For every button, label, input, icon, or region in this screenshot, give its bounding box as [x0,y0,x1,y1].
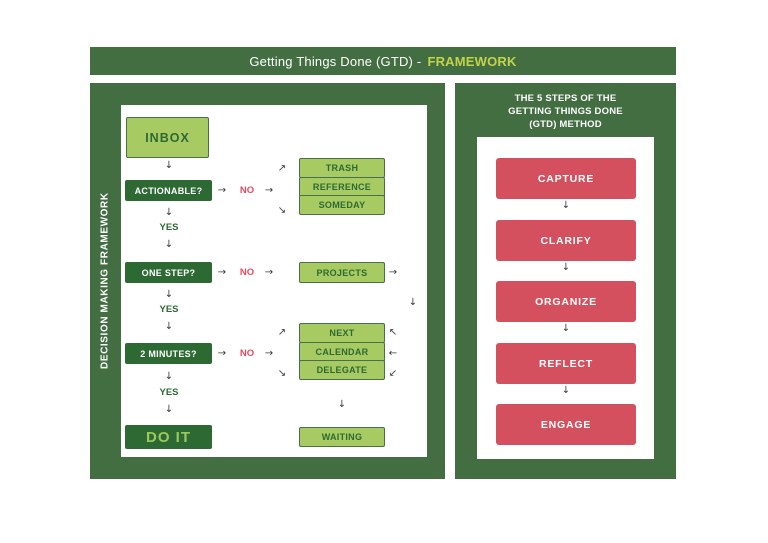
delegate-outcomes: NEXT CALENDAR DELEGATE [299,323,385,380]
arrow-down-left-icon: ↙ [388,368,398,379]
arrow-down-icon: ↓ [164,321,174,332]
waiting-node: WAITING [299,427,385,447]
steps-canvas: CAPTURE ↓ CLARIFY ↓ ORGANIZE ↓ REFLECT ↓… [477,137,654,459]
yes-label: YES [159,304,179,315]
arrow-left-icon: ← [388,348,398,359]
header-title-accent: FRAMEWORK [427,53,517,69]
arrow-down-icon: ↓ [337,399,347,410]
arrow-down-icon: ↓ [561,385,571,396]
steps-title-line: GETTING THINGS DONE [508,106,623,117]
arrow-down-icon: ↓ [164,160,174,171]
step-reflect: REFLECT [496,343,636,384]
reference-node: REFERENCE [299,176,385,197]
arrow-up-left-icon: ↖ [388,327,398,338]
arrow-right-icon: → [217,267,227,278]
side-label: DECISION MAKING FRAMEWORK [99,192,111,370]
arrow-right-icon: → [264,185,274,196]
arrow-down-right-icon: ↘ [277,205,287,216]
arrow-down-icon: ↓ [561,323,571,334]
non-actionable-outcomes: TRASH REFERENCE SOMEDAY [299,158,385,215]
waiting-outcome: WAITING [299,427,385,447]
steps-title-line: (GTD) METHOD [529,119,602,130]
someday-node: SOMEDAY [299,195,385,215]
step-organize: ORGANIZE [496,281,636,322]
flowchart-canvas: INBOX ↓ ACTIONABLE? → NO → ↗ ↘ TRASH REF… [121,105,427,457]
arrow-down-icon: ↓ [164,289,174,300]
yes-label: YES [159,222,179,233]
arrow-up-right-icon: ↗ [277,327,287,338]
question-actionable: ACTIONABLE? [125,180,212,201]
arrow-down-icon: ↓ [561,262,571,273]
no-label: NO [239,267,255,278]
arrow-down-icon: ↓ [164,239,174,250]
next-node: NEXT [299,323,385,343]
question-two-minutes: 2 MINUTES? [125,343,212,364]
arrow-down-icon: ↓ [408,297,418,308]
steps-title-line: THE 5 STEPS OF THE [514,93,617,104]
arrow-down-icon: ↓ [164,371,174,382]
calendar-node: CALENDAR [299,341,385,362]
no-label: NO [239,185,255,196]
no-label: NO [239,348,255,359]
arrow-right-icon: → [217,185,227,196]
arrow-right-icon: → [217,348,227,359]
step-capture: CAPTURE [496,158,636,199]
arrow-right-icon: → [264,348,274,359]
header-title: Getting Things Done (GTD) - [249,53,422,69]
question-one-step: ONE STEP? [125,262,212,283]
decision-framework-panel: DECISION MAKING FRAMEWORK INBOX ↓ ACTION… [90,83,445,479]
do-it-node: DO IT [125,425,212,449]
arrow-down-icon: ↓ [164,207,174,218]
header-bar: Getting Things Done (GTD) - FRAMEWORK [90,47,676,75]
projects-node: PROJECTS [299,262,385,283]
arrow-right-icon: → [388,267,398,278]
delegate-node: DELEGATE [299,360,385,380]
projects-outcome: PROJECTS [299,262,385,283]
five-steps-panel: THE 5 STEPS OF THE GETTING THINGS DONE (… [455,83,676,479]
inbox-node: INBOX [126,117,209,158]
step-clarify: CLARIFY [496,220,636,261]
trash-node: TRASH [299,158,385,178]
arrow-down-icon: ↓ [561,200,571,211]
arrow-right-icon: → [264,267,274,278]
arrow-down-icon: ↓ [164,404,174,415]
steps-title: THE 5 STEPS OF THE GETTING THINGS DONE (… [455,92,676,131]
arrow-down-right-icon: ↘ [277,368,287,379]
step-engage: ENGAGE [496,404,636,445]
arrow-up-right-icon: ↗ [277,163,287,174]
yes-label: YES [159,387,179,398]
